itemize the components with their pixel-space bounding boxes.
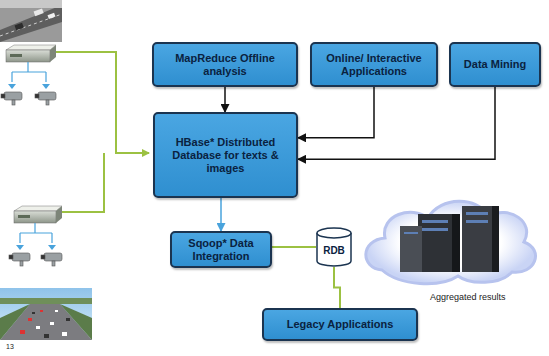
data-feed (56, 52, 149, 212)
process-box: Online/ Interactive Applications (310, 42, 438, 87)
node-text: MapReduce Offline analysis (159, 52, 291, 78)
connector (220, 198, 222, 231)
process-box: MapReduce Offline analysis (152, 42, 298, 87)
database-box: HBase* Distributed Database for texts & … (153, 112, 298, 198)
connector (272, 246, 316, 248)
process-box: Sqoop* Data Integration (170, 231, 272, 268)
connector (334, 267, 340, 308)
node-text: Data Mining (464, 58, 526, 71)
highway-photo (0, 288, 92, 340)
node-text: Online/ Interactive Applications (317, 52, 431, 78)
node-text: Sqoop* Data Integration (177, 237, 265, 263)
connector (298, 87, 374, 138)
cloud-servers (366, 201, 536, 283)
process-box: Data Mining (449, 42, 541, 87)
road-photo (0, 0, 62, 42)
node-text: RDB (323, 238, 345, 257)
connector (298, 87, 495, 159)
node-text: Legacy Applications (287, 318, 394, 331)
connector (224, 87, 226, 112)
database-cylinder: RDB (316, 227, 352, 267)
process-box: Legacy Applications (262, 308, 418, 341)
node-text: HBase* Distributed Database for texts & … (160, 136, 291, 175)
camera-link (12, 62, 52, 243)
network-appliance (6, 45, 56, 62)
network-appliance (14, 206, 62, 223)
camera-icon (1, 92, 62, 266)
page-number: 13 (6, 343, 14, 350)
cloud-caption: Aggregated results (430, 292, 506, 302)
